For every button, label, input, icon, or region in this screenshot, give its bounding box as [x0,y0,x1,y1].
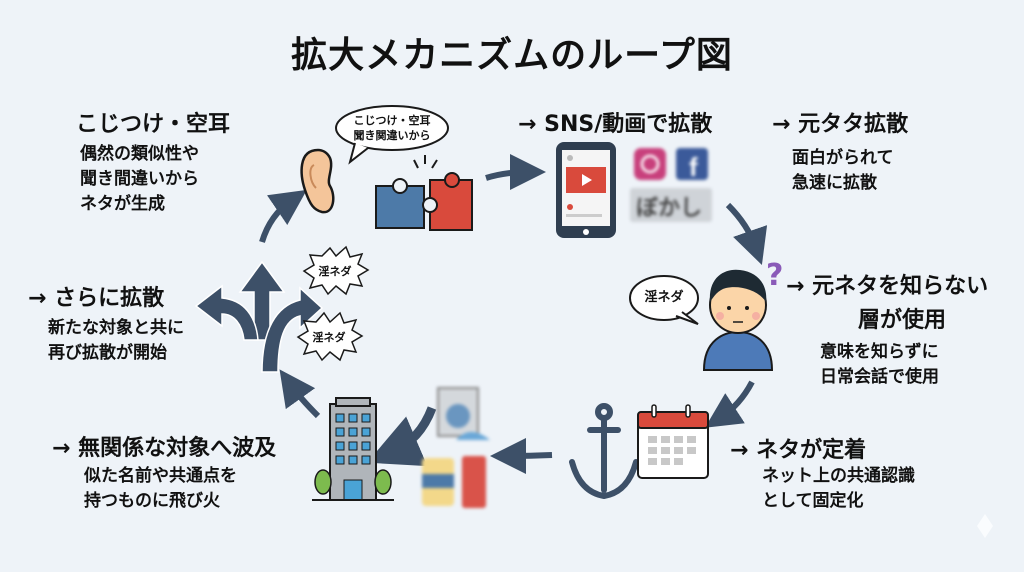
description-line: ネット上の共通認識 [762,466,915,486]
burst-text-1: 淫ネダ [318,265,352,278]
step-teichaku-heading: → ネタが定着 [730,438,867,463]
description-line: 再び拡散が開始 [48,343,167,363]
facebook-icon: f [676,148,708,182]
loop-arrow-to-building [367,406,437,467]
loop-arrow-to-products [490,437,553,474]
instagram-icon [634,148,666,180]
description-line: 急速に拡散 [792,173,877,193]
anchor-icon [569,403,639,500]
loop-arrow-to-calendar [704,380,755,428]
description-line: 偶然の類似性や [80,144,199,164]
calendar-icon [637,404,709,479]
step-hakyu-description: 似た名前や共通点を 持つものに飛び火 [84,464,237,514]
description-line: 聞き間違いから [80,169,199,189]
step-kojitsuke-description: 偶然の類似性や 聞き間違いから ネタが生成 [80,142,199,217]
description-line: として固定化 [762,491,864,511]
loop-arrow-to-phone [485,154,546,191]
step-sarani-description: 新たな対象と共に 再び拡散が開始 [48,316,184,366]
puzzle-piece-blue-icon [375,178,425,229]
sparkle-watermark-icon [977,514,993,538]
description-line: 日常会話で使用 [820,367,939,387]
blur-label: ぼかし [636,196,703,221]
burst-text-2: 淫ネダ [312,331,346,344]
loop-arrow-to-branch [279,369,321,419]
step-kojitsuke-heading: こじつけ・空耳 [76,112,231,137]
step-sns-heading: → SNS/動画で拡散 [518,112,713,137]
smartphone-video-icon [556,142,616,238]
step-motoneta-heading: → 元タタ拡散 [772,112,909,137]
product-jars-icon [422,456,486,508]
blur-label-box [630,188,712,222]
question-mark-icon: ? [766,258,784,293]
ear-speech-bubble [335,105,449,165]
person-speech-bubble [629,275,699,325]
confused-person-icon [702,269,774,371]
bubble-line: 聞き関違いから [353,129,431,142]
step-teichaku-description: ネット上の共通認識 として固定化 [762,464,915,514]
step-unaware-description: 意味を知らずに 日常会話で使用 [820,340,939,390]
burst-shape-2 [296,311,364,362]
washing-machine-icon [437,387,490,440]
branching-arrows-icon [194,260,324,373]
step-unaware-heading-line1: → 元ネタを知らない [786,274,989,299]
step-unaware-heading-line2: 層が使用 [858,308,947,333]
description-line: 持つものに飛び火 [84,491,220,511]
ear-bubble-text: こじつけ・空耳 聞き関違いから [340,113,444,143]
svg-text:f: f [689,152,698,182]
diagram-title: 拡大メカニズムのループ図 [291,35,733,76]
description-line: 新たな対象と共に [48,318,184,338]
ear-icon [300,148,335,214]
loop-arrow-to-person [725,202,768,265]
description-line: ネタが生成 [80,194,165,214]
person-bubble-text: 淫ネダ [644,290,684,305]
step-motoneta-description: 面白がられて 急速に拡散 [792,146,894,196]
bubble-line: こじつけ・空耳 [353,114,431,127]
step-sarani-heading: → さらに拡散 [28,286,165,311]
puzzle-piece-red-icon [422,172,473,231]
description-line: 意味を知らずに [820,342,939,362]
loop-arrow-to-ear [259,189,307,243]
burst-shape-1 [302,245,370,296]
description-line: 面白がられて [792,148,894,168]
step-hakyu-heading: → 無関係な対象へ波及 [52,436,277,461]
description-line: 似た名前や共通点を [84,466,237,486]
spark-lines [413,155,438,169]
building-icon [312,397,394,501]
